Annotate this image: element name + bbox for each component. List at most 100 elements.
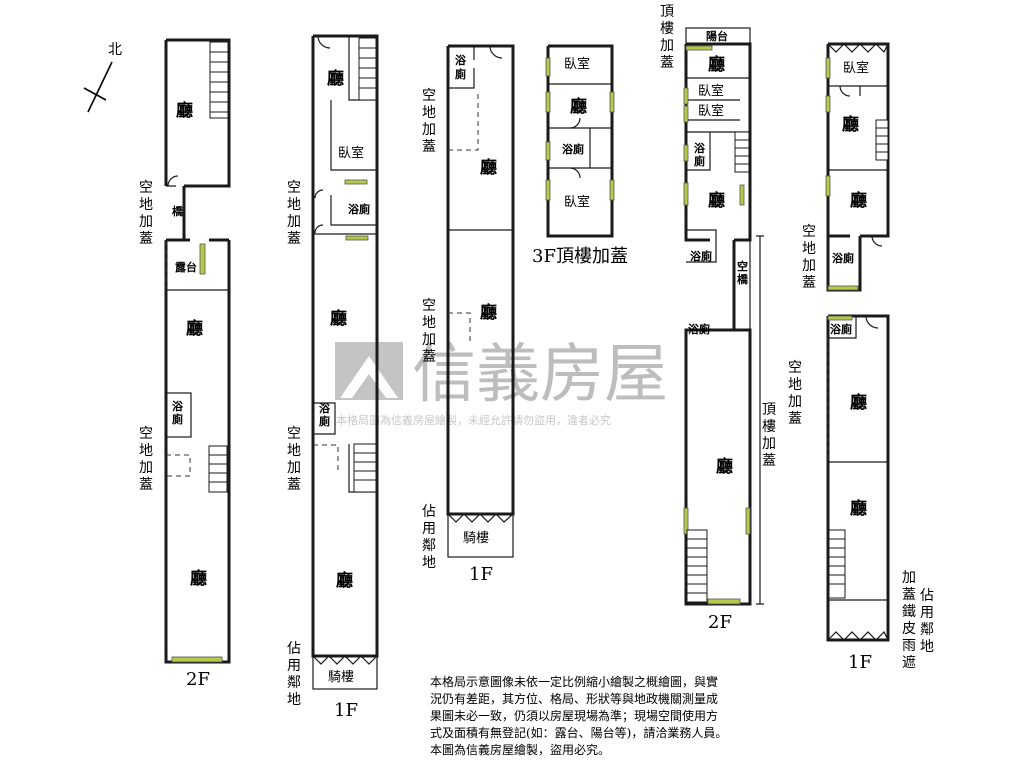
label-zhanyong-b: 鄰: [287, 675, 301, 691]
label-kongdi-a2: 加: [139, 460, 153, 476]
label-kongdi-b2: 蓋: [287, 477, 301, 493]
floor-label-c: 1F: [469, 564, 493, 585]
room-kongqiao-e-2: 橋: [737, 272, 749, 286]
label-tiepi-f: 蓋: [902, 587, 916, 603]
room-woshi-d2: 臥室: [564, 194, 590, 210]
compass-label: 北: [108, 42, 122, 58]
room-yuce-e2: 浴廁: [690, 249, 712, 263]
label-dinglou-e1: 蓋: [660, 55, 674, 71]
floor-label-f: 1F: [848, 652, 872, 673]
label-dinglou-e2: 頂: [762, 402, 776, 418]
room-woshi-e2: 臥室: [698, 103, 724, 119]
label-zhanyong-c: 鄰: [422, 538, 436, 554]
label-kongdi-b2: 地: [287, 443, 301, 459]
floor-label-a: 2F: [186, 669, 210, 690]
room-yuce-f2: 浴廁: [830, 322, 852, 336]
floor-label-e: 2F: [708, 612, 732, 633]
label-kongdi-a1: 蓋: [139, 231, 153, 247]
room-yuce-c-1: 浴: [455, 53, 467, 67]
room-yuce-b2-1: 浴: [319, 401, 331, 415]
room-yuce-b1: 浴廁: [348, 202, 370, 216]
disclaimer-line: 況仍有差距，其方位、格局、形狀等與地政機關測量成: [430, 692, 719, 706]
label-kongdi-c2: 加: [422, 332, 436, 348]
room-yuce-e1-1: 浴: [694, 141, 706, 155]
label-tiepi-f: 雨: [902, 638, 916, 654]
label-kongdi-a1: 地: [139, 197, 153, 213]
label-kongdi-f2: 空: [788, 360, 802, 376]
label-kongdi-f1: 蓋: [802, 275, 816, 291]
room-woshi-e1: 臥室: [698, 83, 724, 99]
label-kongdi-f1: 空: [802, 224, 816, 240]
label-tiepi-f: 皮: [902, 621, 916, 637]
label-dinglou-e2: 加: [762, 436, 776, 452]
label-tiepi-f: 加: [902, 570, 916, 586]
plan-d-3f-roof: 臥室 廳 浴廁 臥室 3F頂樓加蓋: [532, 44, 628, 267]
room-yuce-f1: 浴廁: [832, 251, 854, 265]
disclaimer-line: 本圖為信義房屋繪製，盜用必究。: [430, 743, 611, 757]
room-ting-e1: 廳: [708, 54, 725, 75]
label-kongdi-a2: 蓋: [139, 477, 153, 493]
disclaimer-line: 果圖未必一致，仍須以房屋現場為準；現場空間使用方: [430, 709, 719, 723]
label-kongdi-f1: 地: [802, 241, 816, 257]
room-yuce-b2-2: 廁: [319, 414, 330, 428]
label-dinglou-e2: 蓋: [762, 453, 776, 469]
room-woshi-d1: 臥室: [564, 56, 590, 72]
plan-f-upper: 臥室 廳 廳 浴廁 空 地 加 蓋: [802, 42, 890, 292]
label-kongdi-b1: 蓋: [287, 231, 301, 247]
label-zhanyong-b: 佔: [287, 641, 301, 657]
room-yangtai-e: 陽台: [706, 29, 728, 43]
label-zhanyong-c: 佔: [422, 504, 436, 520]
label-kongdi-f2: 蓋: [788, 411, 802, 427]
label-zhanyong-b: 地: [287, 692, 301, 708]
label-kongdi-b1: 空: [287, 180, 301, 196]
disclaimer-notice: 本格局示意圖像未依一定比例縮小繪製之概繪圖，與實 況仍有差距，其方位、格局、形狀…: [430, 674, 780, 759]
compass-north-icon: 北: [83, 42, 122, 113]
plan-f-lower-1f: 浴廁 廳 廳 空 地 加 蓋 加 蓋 鐵 皮 雨 遮 佔 用 鄰 地 1F: [788, 314, 934, 673]
room-kongqiao-e-1: 空: [737, 259, 748, 273]
label-kongdi-c2: 蓋: [422, 349, 436, 365]
room-ting-e3: 廳: [716, 456, 733, 477]
label-kongdi-c1: 加: [422, 122, 436, 138]
label-kongdi-f2: 加: [788, 394, 802, 410]
room-yuce-a-1: 浴: [172, 399, 184, 413]
label-kongdi-b2: 空: [287, 426, 301, 442]
room-woshi-f: 臥室: [843, 60, 869, 76]
label-dinglou-e1: 樓: [660, 21, 674, 37]
plan-c-1f: 浴 廁 廳 廳 騎樓 空 地 加 蓋 空 地 加 蓋 佔 用 鄰 地 1F: [422, 44, 515, 585]
label-kongdi-c2: 空: [422, 298, 436, 314]
room-woshi-b: 臥室: [338, 145, 364, 161]
disclaimer-line: 本格局示意圖像未依一定比例縮小繪製之概繪圖，與實: [430, 675, 719, 689]
label-tiepi-f: 鐵: [902, 603, 916, 620]
label-kongdi-f1: 加: [802, 258, 816, 274]
room-yuce-d: 浴廁: [562, 142, 584, 156]
room-ting-f2: 廳: [850, 190, 867, 211]
label-kongdi-f2: 地: [788, 377, 802, 393]
label-kongdi-c1: 蓋: [422, 139, 436, 155]
room-ting-a2: 廳: [186, 318, 203, 339]
room-ting-c2: 廳: [480, 302, 497, 323]
room-qiao-a: 橋: [172, 204, 184, 218]
label-kongdi-b2: 加: [287, 460, 301, 476]
room-ting-a3: 廳: [190, 568, 207, 589]
room-ting-c1: 廳: [480, 157, 497, 178]
room-yuce-e1-2: 廁: [694, 154, 705, 168]
room-ting-b3: 廳: [336, 570, 353, 591]
watermark-brand: 信義房屋: [412, 338, 668, 412]
disclaimer-line: 式及面積有無登記(如：露台、陽台等)，請洽業務人員。: [430, 726, 728, 740]
label-zhanyong-c: 用: [422, 521, 436, 537]
label-dinglou-e2: 樓: [762, 419, 776, 435]
label-kongdi-c2: 地: [422, 315, 436, 331]
plan-e-2f: 陽台 廳 臥室 臥室 浴 廁 廳 浴廁 空 橋 浴廁 廳 頂 樓 加 蓋 頂 樓…: [660, 4, 776, 633]
label-dinglou-e1: 加: [660, 38, 674, 54]
label-kongdi-b1: 地: [287, 197, 301, 213]
plan-a-2f: 廳 橋 露台 廳 浴 廁 廳 空 地 加 蓋 空 地 加 蓋 2F: [139, 38, 231, 690]
watermark-sub: 本格局圖為信義房屋繪製，未經允許請勿盜用，違者必究: [336, 413, 611, 427]
room-ting-b2: 廳: [330, 308, 347, 329]
room-qilou-c: 騎樓: [463, 531, 489, 546]
label-kongdi-a1: 空: [139, 180, 153, 196]
room-ting-b1: 廳: [327, 68, 344, 89]
label-kongdi-a1: 加: [139, 214, 153, 230]
plan-b-1f: 廳 臥室 浴廁 廳 浴 廁 廳 騎樓 空 地 加 蓋 空 地 加 蓋 佔 用 鄰…: [287, 34, 379, 721]
room-ting-f1: 廳: [842, 114, 859, 135]
